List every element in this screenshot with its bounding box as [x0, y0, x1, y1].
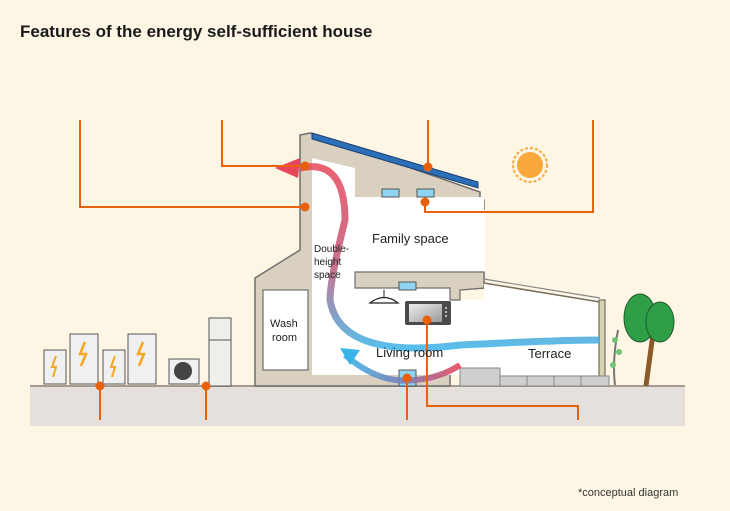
- callout-dot: [420, 197, 430, 207]
- callout-dot: [95, 381, 105, 391]
- monitor-icon: [405, 301, 451, 325]
- cool-air-arrow: [340, 348, 360, 365]
- warm-air-arrow: [275, 158, 300, 178]
- sun-icon: [512, 147, 548, 183]
- callout-dot: [423, 162, 433, 172]
- callout-dot: [422, 315, 432, 325]
- callout-dot: [402, 373, 412, 383]
- vine-icon: [610, 329, 622, 386]
- footnote: *conceptual diagram: [578, 487, 679, 499]
- cool-air-flow: [343, 352, 462, 384]
- terrace-label: Terrace: [528, 346, 571, 361]
- wash-room-label-1: Wash: [270, 318, 298, 330]
- callout-dot: [201, 381, 211, 391]
- wash-room: [262, 289, 309, 371]
- ground: [30, 386, 685, 426]
- battery-icon: [69, 333, 99, 385]
- solar-panel-icon: [311, 132, 479, 189]
- tree-icon: [623, 293, 675, 387]
- double-height-label-2: height: [314, 257, 341, 268]
- ceiling-light-icon: [368, 290, 400, 304]
- window: [416, 188, 435, 198]
- battery-icon: [102, 349, 126, 385]
- window: [398, 281, 417, 291]
- heat-pump-icon: [168, 358, 200, 385]
- page-title: Features of the energy self-sufficient h…: [20, 22, 373, 41]
- battery-icon: [43, 349, 67, 385]
- family-space-label: Family space: [372, 231, 449, 246]
- double-height-label-1: Double-: [314, 244, 349, 255]
- water-heater-icon: [208, 317, 232, 387]
- callout-lines: [79, 120, 594, 420]
- battery-icon: [127, 333, 157, 385]
- living-room-label: Living room: [376, 345, 443, 360]
- warm-air-flow: [299, 163, 601, 352]
- double-height-label-3: space: [314, 270, 341, 281]
- callout-dot: [300, 202, 310, 212]
- callout-dot: [300, 161, 310, 171]
- wash-room-label-2: room: [272, 332, 297, 344]
- window: [381, 188, 400, 198]
